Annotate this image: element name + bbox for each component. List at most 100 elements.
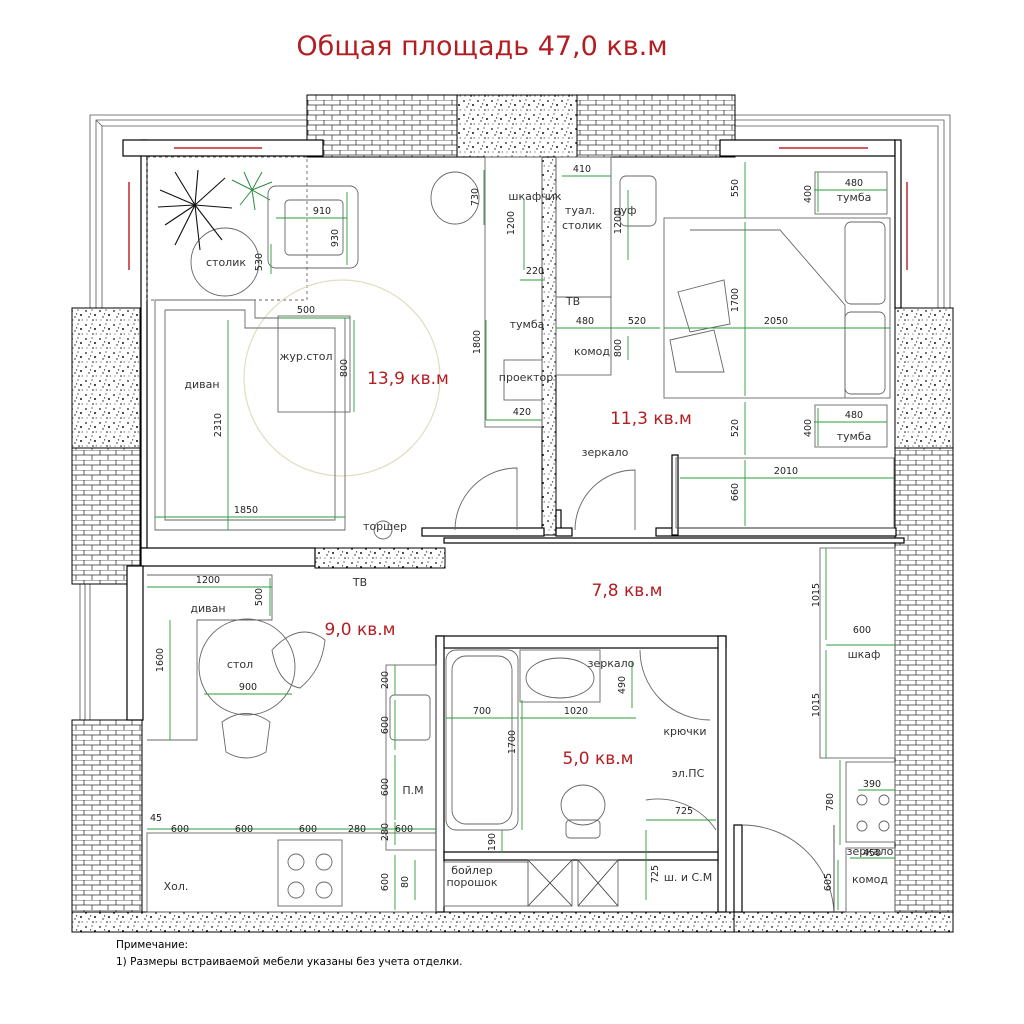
label-tumba-center: тумба (510, 318, 545, 331)
svg-text:800: 800 (339, 359, 350, 377)
svg-text:520: 520 (628, 316, 646, 327)
label-tumba-top: тумба (837, 191, 872, 204)
svg-text:600: 600 (380, 716, 391, 734)
note-line: 1) Размеры встраиваемой мебели указаны б… (116, 956, 463, 968)
svg-text:190: 190 (487, 833, 498, 851)
walls (71, 94, 954, 933)
svg-text:400: 400 (803, 185, 814, 203)
svg-text:200: 200 (380, 671, 391, 689)
dimension-lines (147, 162, 895, 910)
svg-text:600: 600 (853, 625, 871, 636)
svg-text:480: 480 (845, 410, 863, 421)
svg-text:900: 900 (239, 682, 257, 693)
label-zerkalo-hall: зеркало (847, 845, 894, 858)
label-zerkalo-bedroom: зеркало (582, 446, 629, 459)
room-area-living: 13,9 кв.м (367, 369, 449, 389)
label-tv-kitchen: ТВ (352, 576, 367, 589)
hall-furniture (741, 547, 896, 913)
svg-text:450: 450 (863, 848, 881, 859)
svg-text:600: 600 (171, 824, 189, 835)
label-tumba-bottom: тумба (837, 430, 872, 443)
label-divan-kitchen: диван (190, 602, 225, 615)
svg-text:80: 80 (400, 876, 411, 888)
label-stolik: столик (206, 256, 246, 269)
svg-text:660: 660 (730, 483, 741, 501)
svg-text:1700: 1700 (507, 730, 518, 754)
plan-title: Общая площадь 47,0 кв.м (296, 31, 667, 62)
svg-text:1800: 1800 (472, 330, 483, 354)
label-torsher: торшер (363, 520, 407, 533)
svg-text:1200: 1200 (196, 575, 220, 586)
label-hol: Хол. (164, 880, 189, 893)
label-komod-hall: комод (852, 873, 888, 886)
svg-text:780: 780 (825, 793, 836, 811)
svg-text:1015: 1015 (811, 693, 822, 717)
svg-text:2010: 2010 (774, 466, 798, 477)
label-kryuchki: крючки (663, 725, 706, 738)
label-pm: П.М (402, 784, 423, 797)
svg-text:700: 700 (473, 706, 491, 717)
label-shkafchik: шкафчик (508, 190, 562, 203)
label-shkaf: шкаф (848, 648, 881, 661)
dimension-values: 910 930 530 730 1200 220 500 800 2310 18… (150, 164, 881, 891)
label-stolik-tual: столик (562, 219, 602, 232)
svg-text:600: 600 (380, 873, 391, 891)
svg-text:1700: 1700 (730, 288, 741, 312)
svg-text:930: 930 (330, 229, 341, 247)
label-sh-sm: ш. и С.М (664, 871, 712, 884)
room-area-bedroom: 11,3 кв.м (610, 409, 692, 429)
label-porosh: порошок (446, 876, 497, 889)
svg-text:605: 605 (823, 873, 834, 891)
svg-text:45: 45 (150, 813, 162, 824)
svg-text:400: 400 (803, 419, 814, 437)
svg-text:910: 910 (313, 206, 331, 217)
svg-text:500: 500 (297, 305, 315, 316)
svg-text:600: 600 (380, 778, 391, 796)
svg-text:730: 730 (470, 188, 481, 206)
bedroom-furniture (619, 171, 895, 529)
label-el-ps: эл.ПС (672, 767, 705, 780)
svg-text:550: 550 (730, 179, 741, 197)
room-area-hall: 7,8 кв.м (592, 581, 663, 601)
svg-text:600: 600 (235, 824, 253, 835)
svg-text:800: 800 (613, 339, 624, 357)
label-divan-living: диван (184, 378, 219, 391)
center-storage (484, 156, 612, 428)
svg-text:410: 410 (573, 164, 591, 175)
label-proektor: проектор (499, 371, 553, 384)
kitchen-furniture (146, 574, 437, 913)
label-zhur-stol: жур.стол (279, 350, 332, 363)
label-puf: пуф (613, 204, 636, 217)
window-frames (79, 114, 951, 721)
svg-text:1020: 1020 (564, 706, 588, 717)
svg-text:725: 725 (650, 865, 661, 883)
label-stol: стол (227, 658, 253, 671)
svg-text:600: 600 (299, 824, 317, 835)
label-komod-center: комод (574, 345, 610, 358)
label-tual: туал. (565, 204, 595, 217)
svg-text:220: 220 (526, 266, 544, 277)
svg-text:530: 530 (254, 253, 265, 271)
living-room-furniture (146, 156, 636, 540)
svg-text:500: 500 (254, 588, 265, 606)
label-boiler: бойлер (451, 864, 492, 877)
svg-text:600: 600 (395, 824, 413, 835)
svg-text:1200: 1200 (506, 211, 517, 235)
svg-text:420: 420 (513, 407, 531, 418)
svg-text:280: 280 (348, 824, 366, 835)
svg-text:1015: 1015 (811, 583, 822, 607)
label-tv-center: ТВ (565, 295, 580, 308)
svg-text:725: 725 (675, 806, 693, 817)
bathroom-fixtures (443, 649, 717, 907)
svg-text:2310: 2310 (213, 413, 224, 437)
svg-text:1850: 1850 (234, 505, 258, 516)
svg-text:480: 480 (576, 316, 594, 327)
svg-text:480: 480 (845, 178, 863, 189)
svg-text:1600: 1600 (155, 648, 166, 672)
svg-text:1200: 1200 (613, 210, 624, 234)
svg-text:2050: 2050 (764, 316, 788, 327)
svg-text:490: 490 (617, 676, 628, 694)
label-zerkalo-bath: зеркало (588, 657, 635, 670)
room-area-bath: 5,0 кв.м (563, 749, 634, 769)
